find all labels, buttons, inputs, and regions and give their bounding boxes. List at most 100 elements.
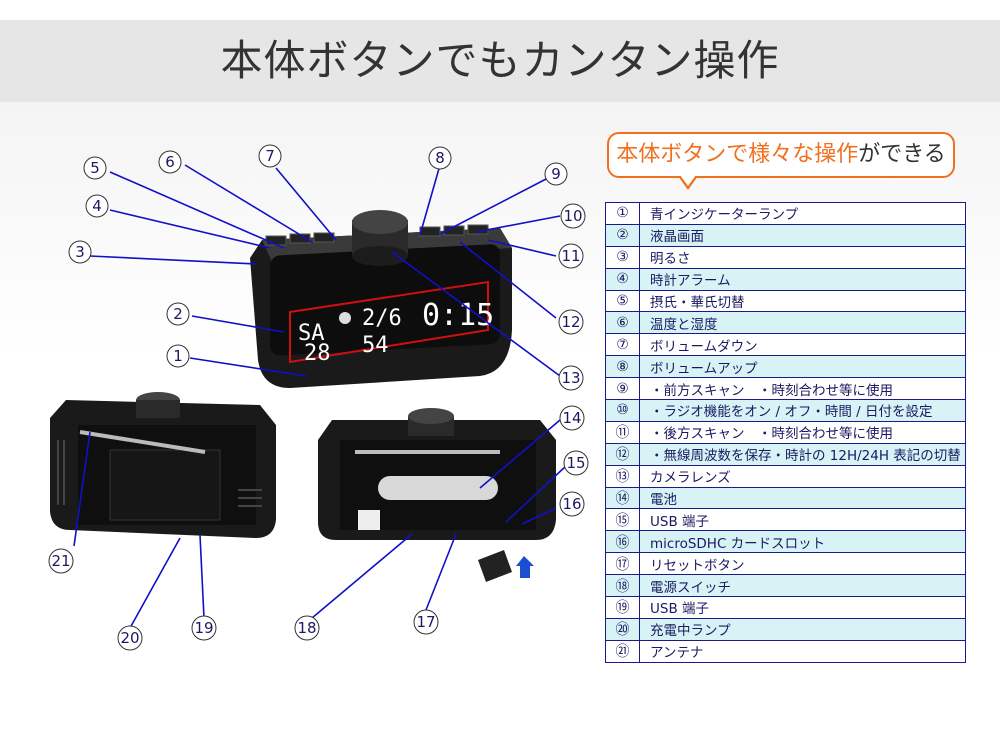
part-label: 時計アラーム (639, 267, 966, 291)
badge-17: 17 (413, 609, 439, 635)
part-label: 電池 (639, 486, 966, 510)
svg-text:9: 9 (551, 165, 561, 183)
part-number: ⑭ (605, 486, 640, 510)
part-label: microSDHC カードスロット (639, 530, 966, 554)
title-bar: 本体ボタンでもカンタン操作 (0, 20, 1000, 102)
part-number: ⑲ (605, 596, 640, 619)
svg-text:13: 13 (561, 369, 580, 387)
part-number: ⑪ (605, 420, 640, 444)
svg-text:11: 11 (561, 247, 580, 265)
sd-card-graphic (478, 550, 534, 582)
part-number: ⑤ (605, 289, 640, 313)
badge-10: 10 (560, 203, 586, 229)
badge-8: 8 (428, 146, 452, 170)
svg-text:14: 14 (562, 409, 581, 427)
lcd-date: 2/6 (362, 306, 402, 331)
svg-text:1: 1 (173, 347, 183, 365)
svg-text:8: 8 (435, 149, 445, 167)
part-label: ボリュームアップ (639, 355, 966, 379)
badge-13: 13 (558, 365, 584, 391)
part-label: ボリュームダウン (639, 333, 966, 357)
part-label: カメラレンズ (639, 464, 966, 488)
product-diagram: SA 2/6 0:15 28 54 (48, 144, 589, 651)
badge-21: 21 (48, 548, 74, 574)
badge-16: 16 (559, 491, 585, 517)
svg-text:5: 5 (90, 159, 100, 177)
callout-rest: ができる (858, 142, 946, 167)
svg-text:10: 10 (563, 207, 582, 225)
lcd-temp: 28 (304, 341, 331, 366)
part-label: ・無線周波数を保存・時計の 12H/24H 表記の切替 (639, 442, 966, 466)
part-number: ㉑ (605, 639, 640, 663)
part-label: 充電中ランプ (639, 617, 966, 641)
table-row: ⑪・後方スキャン ・時刻合わせ等に使用 (605, 420, 966, 444)
svg-text:17: 17 (416, 613, 435, 631)
part-number: ⑧ (605, 355, 640, 379)
badge-1: 1 (166, 344, 190, 368)
part-label: 温度と湿度 (639, 311, 966, 335)
part-number: ⑰ (605, 552, 640, 576)
svg-text:12: 12 (561, 313, 580, 331)
part-number: ⑨ (605, 377, 640, 401)
part-label: USB 端子 (639, 508, 966, 532)
badge-15: 15 (563, 450, 589, 476)
part-label: リセットボタン (639, 552, 966, 576)
part-number: ⑱ (605, 574, 640, 598)
page-title: 本体ボタンでもカンタン操作 (220, 36, 780, 85)
svg-text:20: 20 (120, 629, 139, 647)
lcd-humidity: 54 (362, 333, 389, 358)
part-number: ③ (605, 245, 640, 269)
part-number: ⑳ (605, 617, 640, 641)
svg-text:18: 18 (297, 619, 316, 637)
svg-text:15: 15 (566, 454, 585, 472)
callout-tail-inner (680, 175, 696, 186)
badge-2: 2 (166, 302, 190, 326)
badge-5: 5 (83, 156, 107, 180)
callout-bubble: 本体ボタンで様々な操作ができる (607, 132, 955, 178)
part-label: アンテナ (639, 639, 966, 663)
badge-18: 18 (294, 615, 320, 641)
part-label: 青インジケーターランプ (639, 202, 966, 225)
part-number: ④ (605, 267, 640, 291)
part-number: ② (605, 223, 640, 247)
svg-text:3: 3 (75, 243, 85, 261)
badge-11: 11 (558, 243, 584, 269)
number-badges: 5 6 7 4 3 8 9 10 11 12 13 2 1 14 15 16 2… (48, 144, 589, 651)
part-label: USB 端子 (639, 596, 966, 619)
table-row: ⑨・前方スキャン ・時刻合わせ等に使用 (605, 377, 966, 401)
part-number: ⑥ (605, 311, 640, 335)
part-number: ⑮ (605, 508, 640, 532)
callout-lines (73, 164, 567, 629)
lcd-top-left: SA (298, 321, 325, 346)
badge-20: 20 (117, 625, 143, 651)
back-clock-right (318, 408, 556, 540)
part-number: ① (605, 202, 640, 225)
back-clock-left (50, 392, 276, 538)
callout-highlight: 本体ボタンで様々な操作 (616, 142, 859, 167)
svg-text:21: 21 (51, 552, 70, 570)
front-clock: SA 2/6 0:15 28 54 (250, 210, 512, 388)
svg-text:19: 19 (194, 619, 213, 637)
part-number: ⑦ (605, 333, 640, 357)
part-number: ⑬ (605, 464, 640, 488)
svg-text:16: 16 (562, 495, 581, 513)
part-number: ⑩ (605, 399, 640, 422)
part-label: ・前方スキャン ・時刻合わせ等に使用 (639, 377, 966, 401)
badge-3: 3 (68, 240, 92, 264)
badge-9: 9 (544, 162, 568, 186)
